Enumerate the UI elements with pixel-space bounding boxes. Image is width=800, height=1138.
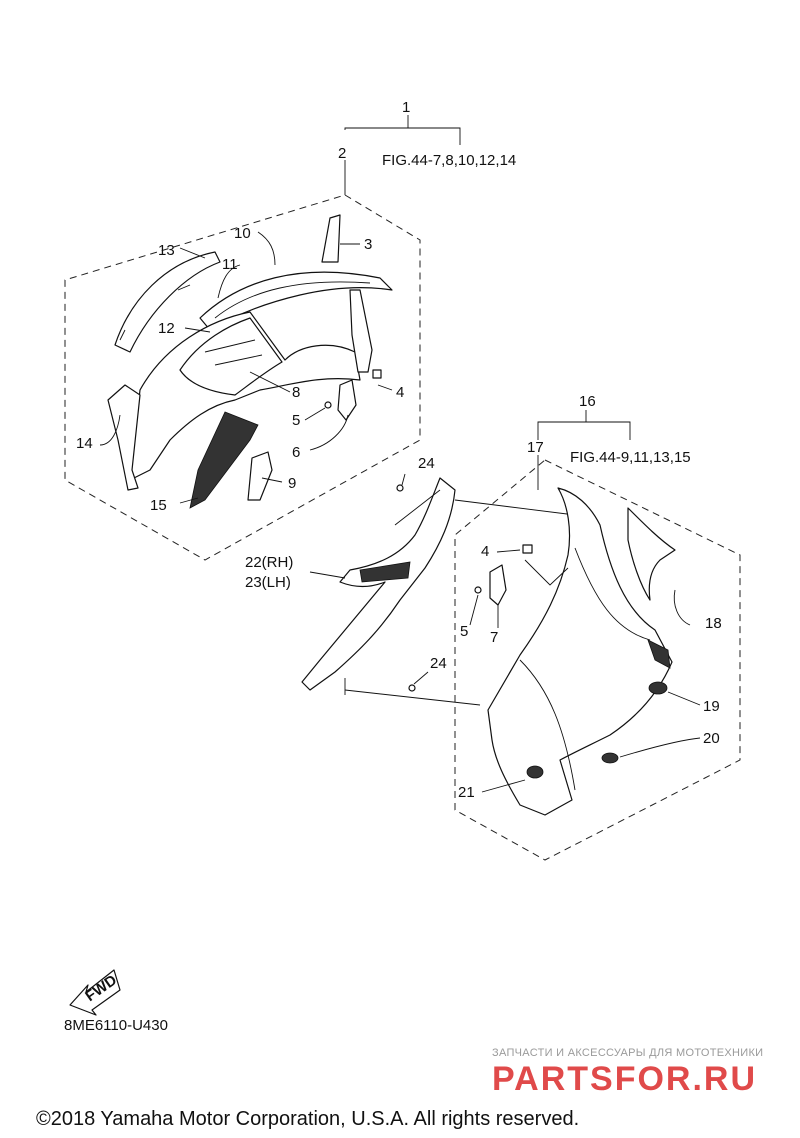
label-16: 16 xyxy=(579,393,596,410)
label-21: 21 xyxy=(458,784,475,801)
part-17-vent xyxy=(647,639,671,669)
watermark-brand: PARTSFOR.RU xyxy=(492,1060,757,1098)
label-13: 13 xyxy=(158,242,175,259)
part-12-shape xyxy=(129,311,361,481)
part-5a-shape xyxy=(324,401,332,409)
label-15: 15 xyxy=(150,497,167,514)
part-5b-shape xyxy=(474,586,482,594)
label-4b: 4 xyxy=(481,543,489,560)
part-6-shape xyxy=(337,379,357,421)
label-4a: 4 xyxy=(396,384,404,401)
label-8: 8 xyxy=(292,384,300,401)
part-22-23-shape xyxy=(301,477,456,691)
part-4a-shape xyxy=(372,369,382,379)
part-21-shape xyxy=(526,765,544,779)
part-10-shape xyxy=(199,271,393,331)
label-14: 14 xyxy=(76,435,93,452)
part-7-shape xyxy=(489,564,507,606)
fwd-arrow: FWD xyxy=(69,969,121,1016)
part-14-shape xyxy=(107,384,141,491)
label-10: 10 xyxy=(234,225,251,242)
copyright-notice: ©2018 Yamaha Motor Corporation, U.S.A. A… xyxy=(36,1108,579,1130)
label-19: 19 xyxy=(703,698,720,715)
assembly-1-boundary xyxy=(64,194,421,561)
label-6: 6 xyxy=(292,444,300,461)
fwd-arrow-icon xyxy=(69,969,121,1016)
label-12: 12 xyxy=(158,320,175,337)
label-7: 7 xyxy=(490,629,498,646)
assembly-1-group: 1 2 FIG.44-7,8,10,12,14 3 10 11 13 12 8 … xyxy=(64,99,516,561)
label-11: 11 xyxy=(222,256,238,273)
watermark-tagline: ЗАПЧАСТИ И АКСЕССУАРЫ ДЛЯ МОТОТЕХНИКИ xyxy=(492,1047,763,1059)
label-5a: 5 xyxy=(292,412,300,429)
label-24a: 24 xyxy=(418,455,435,472)
assembly-16-group: 16 17 FIG.44-9,11,13,15 4 5 7 18 19 20 2… xyxy=(454,393,741,861)
part-3-shape xyxy=(321,214,341,263)
part-15-shape xyxy=(189,411,259,509)
label-24b: 24 xyxy=(430,655,447,672)
part-4b-shape xyxy=(522,544,533,554)
assembly-16-boundary xyxy=(454,459,741,861)
diagram-code: 8ME6110-U430 xyxy=(64,1017,168,1034)
side-cowl-group: 24 22(RH) 23(LH) 24 xyxy=(245,455,576,706)
label-23-lh: 23(LH) xyxy=(245,574,291,591)
label-17: 17 xyxy=(527,439,544,456)
label-2: 2 xyxy=(338,145,346,162)
label-3: 3 xyxy=(364,236,372,253)
label-1: 1 xyxy=(402,99,410,116)
part-22-vent xyxy=(359,561,411,583)
part-3-stay xyxy=(349,289,373,373)
part-24b-shape xyxy=(408,684,416,692)
label-20: 20 xyxy=(703,730,720,747)
part-13-shape xyxy=(114,251,221,353)
part-17-shape xyxy=(487,487,673,816)
part-24a-shape xyxy=(396,484,404,492)
label-18: 18 xyxy=(705,615,722,632)
label-5b: 5 xyxy=(460,623,468,640)
label-fig-44-9: FIG.44-9,11,13,15 xyxy=(570,449,691,466)
label-22-rh: 22(RH) xyxy=(245,554,293,571)
part-18-shape xyxy=(627,507,676,601)
part-9-shape xyxy=(247,451,273,501)
part-20-shape xyxy=(601,752,619,764)
label-9: 9 xyxy=(288,475,296,492)
label-fig-44-7: FIG.44-7,8,10,12,14 xyxy=(382,152,516,169)
part-19-shape xyxy=(648,681,668,695)
